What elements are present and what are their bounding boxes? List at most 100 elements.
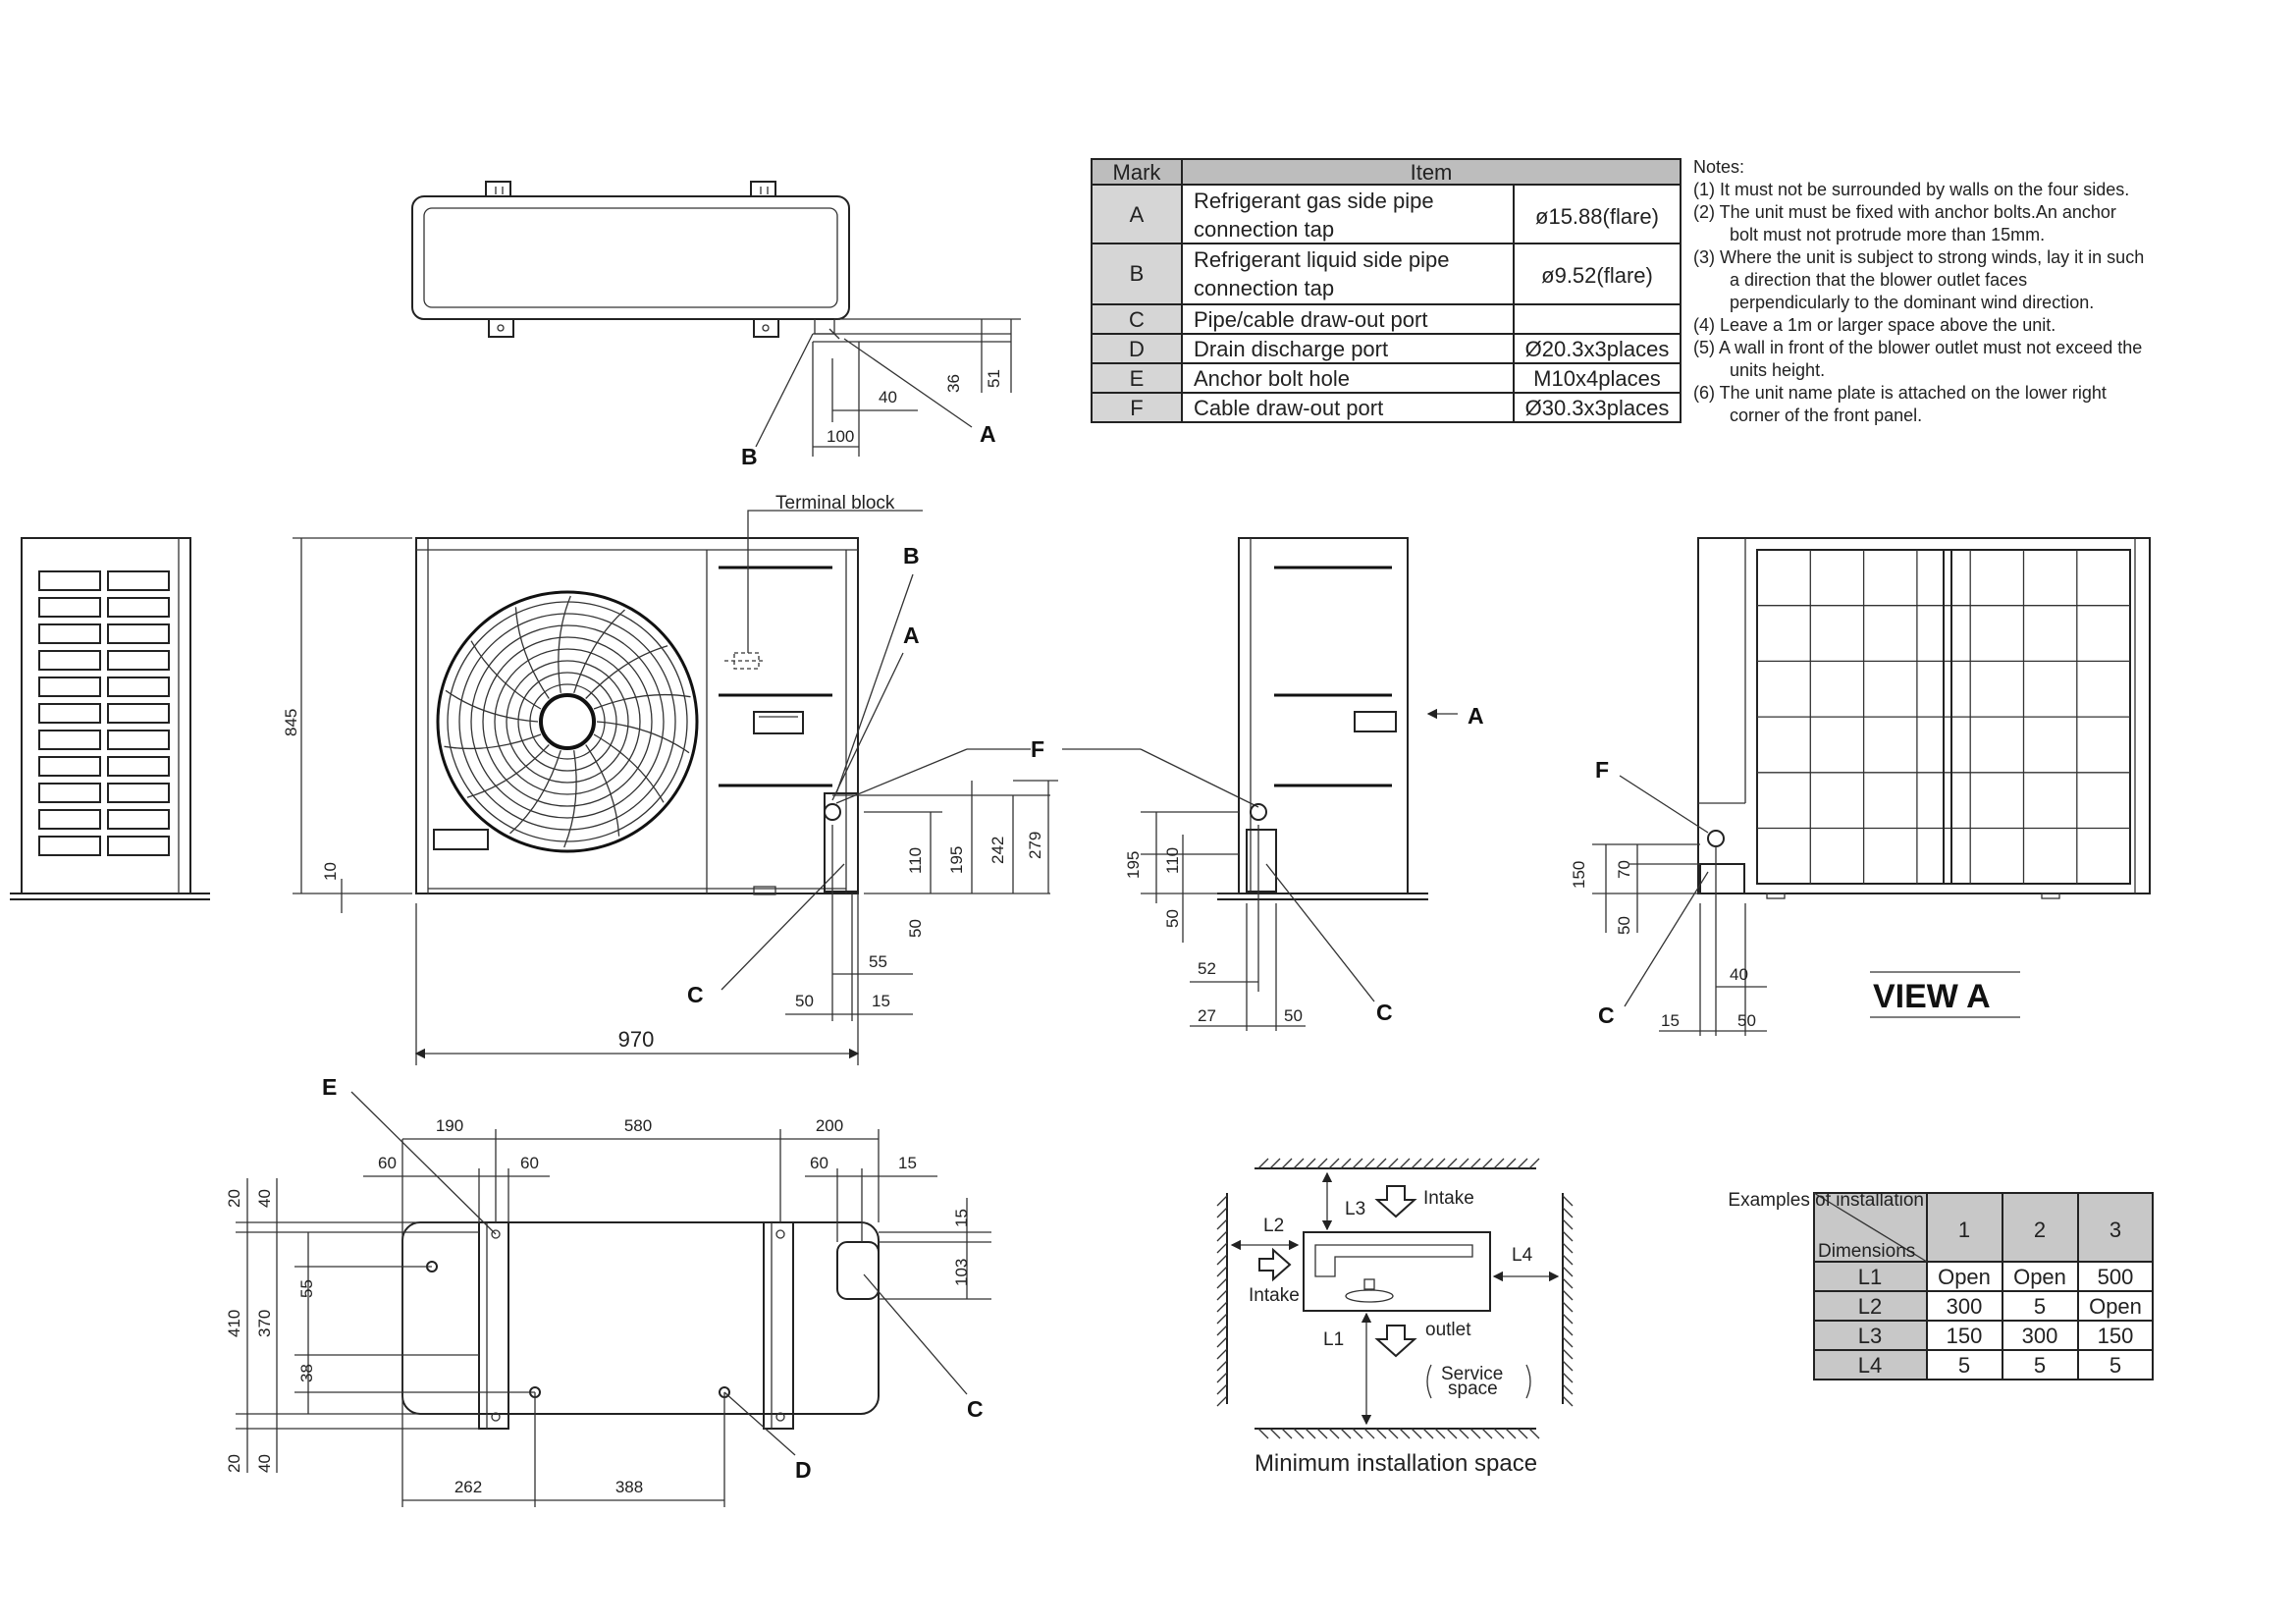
base-dim-410: 410 <box>225 1310 243 1337</box>
side-dim-195: 195 <box>1124 851 1143 879</box>
fan-spoke <box>509 750 561 835</box>
front-dim-110: 110 <box>906 847 925 874</box>
wall-hatch <box>1293 1158 1305 1169</box>
base-mark-c: C <box>967 1396 984 1422</box>
top-mark-a: A <box>980 421 996 447</box>
wall-hatch <box>1316 1158 1328 1169</box>
side-dim-52: 52 <box>1198 959 1216 978</box>
side-dim-50: 50 <box>1163 909 1182 928</box>
grille-slat <box>107 730 170 750</box>
wall-hatch <box>1434 1158 1446 1169</box>
wall-hatch <box>1328 1428 1340 1439</box>
wall-hatch <box>1562 1301 1574 1313</box>
install-col: 2 <box>2034 1218 2046 1242</box>
grille-slat <box>38 677 101 697</box>
fan-spoke <box>585 645 668 699</box>
wall-hatch <box>1363 1428 1375 1439</box>
wall-hatch <box>1481 1158 1493 1169</box>
base-mark-e: E <box>322 1074 337 1100</box>
wall-hatch <box>1422 1428 1434 1439</box>
parts-mark: C <box>1129 307 1145 332</box>
wall-hatch <box>1458 1158 1469 1169</box>
grille-slat <box>107 783 170 803</box>
grille-slat <box>107 650 170 671</box>
install-corner-top: Examples of installation <box>1728 1190 1924 1211</box>
base-dim-20a: 20 <box>225 1189 243 1208</box>
wall-hatch <box>1493 1428 1505 1439</box>
wall-hatch <box>1562 1336 1574 1348</box>
install-col: 1 <box>1958 1218 1970 1242</box>
note-line: (6) The unit name plate is attached on t… <box>1693 383 2107 403</box>
wall-hatch <box>1340 1428 1352 1439</box>
view-a-mark-f: F <box>1595 757 1609 783</box>
label-l3: L3 <box>1345 1199 1365 1219</box>
wall-hatch <box>1562 1325 1574 1336</box>
parts-item: Refrigerant liquid side pipe <box>1194 247 1450 272</box>
fan-spoke <box>444 733 542 750</box>
base-dim-60a: 60 <box>378 1154 397 1172</box>
wall-hatch <box>1399 1158 1411 1169</box>
wall-hatch <box>1216 1289 1228 1301</box>
install-cell: 150 <box>2098 1324 2134 1348</box>
wall-hatch <box>1305 1428 1316 1439</box>
wall-hatch <box>1216 1277 1228 1289</box>
fan-spoke <box>596 721 690 754</box>
parts-item: Anchor bolt hole <box>1194 366 1350 391</box>
wall-hatch <box>1528 1428 1540 1439</box>
wall-hatch <box>1493 1158 1505 1169</box>
grille-slat <box>38 597 101 618</box>
base-dim-388: 388 <box>615 1478 643 1496</box>
view-a-dim-15: 15 <box>1661 1011 1680 1030</box>
wall-hatch <box>1469 1158 1481 1169</box>
wall-hatch <box>1562 1266 1574 1277</box>
note-line: units height. <box>1730 360 1825 380</box>
base-dim-15: 15 <box>898 1154 917 1172</box>
fan-spoke <box>593 693 691 710</box>
wall-hatch <box>1562 1242 1574 1254</box>
wall-hatch <box>1216 1207 1228 1218</box>
label-outlet: outlet <box>1425 1320 1471 1340</box>
grille-slat <box>38 783 101 803</box>
grille-slat <box>38 650 101 671</box>
note-line: a direction that the blower outlet faces <box>1730 270 2027 290</box>
install-cell: Open <box>2089 1294 2142 1319</box>
parts-mark: F <box>1130 396 1143 420</box>
install-caption: Minimum installation space <box>1255 1450 1537 1477</box>
wall-hatch <box>1562 1348 1574 1360</box>
left-side-view <box>10 537 210 900</box>
wall-hatch <box>1257 1428 1269 1439</box>
wall-hatch <box>1562 1207 1574 1218</box>
parts-item: Refrigerant gas side pipe <box>1194 189 1434 213</box>
wall-hatch <box>1505 1158 1517 1169</box>
wall-hatch <box>1216 1242 1228 1254</box>
wall-hatch <box>1216 1325 1228 1336</box>
parts-item: connection tap <box>1194 217 1334 242</box>
wall-hatch <box>1562 1372 1574 1383</box>
wall-hatch <box>1269 1428 1281 1439</box>
wall-hatch <box>1562 1313 1574 1325</box>
notes-title: Notes: <box>1693 157 1744 177</box>
install-cell: Open <box>1938 1265 1991 1289</box>
grille-slat <box>38 570 101 591</box>
wall-hatch <box>1216 1230 1228 1242</box>
base-mark-d: D <box>795 1457 812 1483</box>
label-l1: L1 <box>1323 1329 1344 1350</box>
wall-hatch <box>1281 1428 1293 1439</box>
front-mark-c: C <box>687 982 704 1007</box>
grille-slat <box>38 809 101 830</box>
grille-slat <box>38 730 101 750</box>
fan-spoke <box>573 609 625 693</box>
top-mark-b: B <box>741 444 758 469</box>
wall-hatch <box>1517 1158 1528 1169</box>
wall-hatch <box>1458 1428 1469 1439</box>
install-cell: 5 <box>2109 1353 2121 1378</box>
fan-spoke <box>585 744 620 837</box>
view-a-dim-150: 150 <box>1570 861 1588 889</box>
wall-hatch <box>1216 1372 1228 1383</box>
view-a-mark-c: C <box>1598 1002 1615 1028</box>
install-corner-bottom: Dimensions <box>1818 1241 1915 1262</box>
wall-hatch <box>1562 1230 1574 1242</box>
wall-hatch <box>1216 1266 1228 1277</box>
wall-hatch <box>1434 1428 1446 1439</box>
